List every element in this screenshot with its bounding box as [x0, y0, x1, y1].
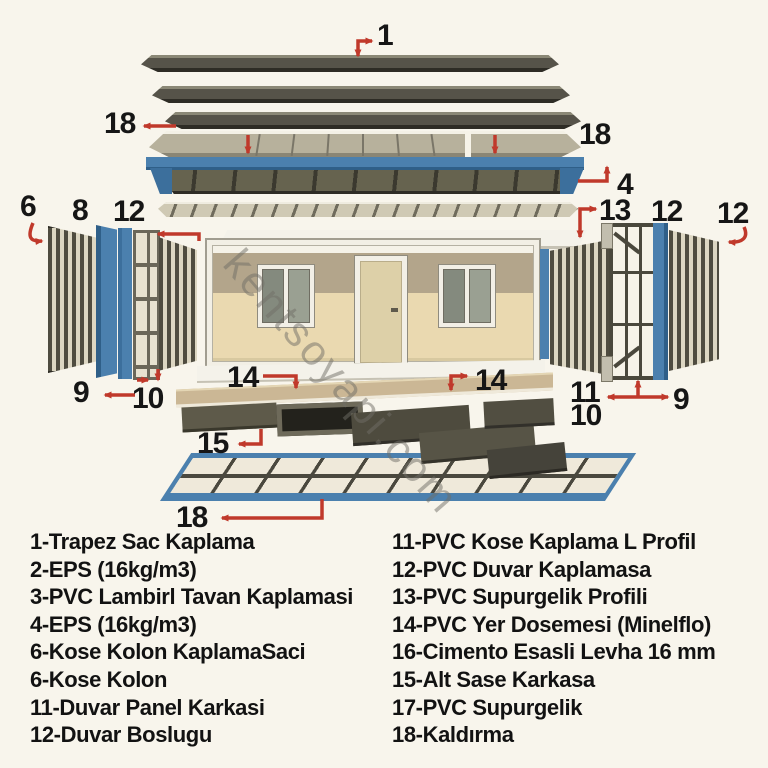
roof-frame-blue-edge-right: [560, 168, 584, 194]
window-pane: [443, 269, 465, 323]
left-corrugated-panel-inner: [159, 237, 197, 371]
right-corrugated-panel-outer: [669, 229, 719, 372]
left-blue-panel-1: [96, 225, 117, 378]
legend-item: 16-Cimento Esasli Levha 16 mm: [392, 639, 716, 665]
ceiling-panel: [158, 202, 578, 217]
part-label-11: 11: [570, 376, 601, 409]
roof-frame-blue-edge-left: [150, 168, 172, 194]
hinge-plate: [601, 356, 613, 382]
part-label-12-mid: 12: [651, 195, 683, 228]
legend-item: 12-Duvar Boslugu: [30, 722, 212, 748]
legend-item: 1-Trapez Sac Kaplama: [30, 529, 255, 554]
legend-item: 11-PVC Kose Kaplama L Profil: [392, 529, 696, 554]
part-label-18-bottom: 18: [176, 501, 208, 534]
parts-legend: 1-Trapez Sac Kaplama 2-EPS (16kg/m3) 3-P…: [0, 528, 768, 749]
right-blue-column: [653, 223, 668, 380]
part-label-6: 6: [20, 190, 37, 223]
window-left: [257, 264, 315, 328]
right-corrugated-panel-inner: [550, 240, 609, 375]
door-slab: [360, 261, 402, 363]
window-pane: [469, 269, 491, 323]
trapez-sheet-1: [141, 55, 559, 72]
trapez-sheet-3: [165, 112, 581, 129]
window-right: [438, 264, 496, 328]
part-label-14-left: 14: [227, 361, 259, 394]
left-blue-panel-2: [118, 228, 132, 379]
legend-item: 6-Kose Kolon: [30, 666, 167, 692]
window-pane: [288, 269, 310, 323]
part-label-12-left: 12: [113, 195, 145, 228]
part-label-9-right: 9: [673, 383, 690, 416]
hinge-plate: [601, 223, 613, 249]
roof-eps-panel-layer: [149, 131, 581, 158]
trapez-sheet-2: [152, 86, 570, 103]
part-label-9-left: 9: [73, 376, 90, 409]
part-label-10-right: 10: [570, 399, 602, 432]
legend-item: 17-PVC Supurgelik: [392, 694, 583, 720]
door: [354, 255, 408, 364]
roof-frame-blue-band: [146, 157, 584, 170]
legend-item: 6-Kose Kolon KaplamaSaci: [30, 639, 306, 665]
legend-item: 14-PVC Yer Dosemesi (Minelflo): [392, 611, 711, 637]
cement-board: [181, 402, 278, 433]
left-wall-frame-karkas: [133, 230, 160, 380]
door-handle-icon: [391, 308, 398, 312]
part-label-1: 1: [377, 19, 394, 52]
right-wall-frame-karkas: [601, 223, 657, 382]
legend-item: 11-Duvar Panel Karkasi: [30, 694, 265, 720]
part-label-4: 4: [617, 168, 634, 201]
legend-item: 4-EPS (16kg/m3): [30, 611, 197, 637]
right-blue-strip: [540, 249, 549, 359]
legend-item: 2-EPS (16kg/m3): [30, 556, 197, 582]
cement-board: [483, 398, 555, 429]
part-label-18-right: 18: [579, 118, 611, 151]
roof-frame-ribs: [157, 170, 579, 194]
part-label-14-right: 14: [475, 364, 507, 397]
diagram-area: 1 18 18 4 13 12 12 6 8 12 9 10 14 14 11 …: [20, 19, 749, 534]
legend-column-right: 11-PVC Kose Kaplama L Profil 12-PVC Duva…: [392, 528, 768, 749]
part-label-10-left: 10: [132, 382, 164, 415]
legend-item: 13-PVC Supurgelik Profili: [392, 584, 648, 610]
part-label-8: 8: [72, 194, 89, 227]
part-label-13: 13: [599, 194, 631, 227]
legend-item: 12-PVC Duvar Kaplamasa: [392, 556, 651, 582]
legend-column-left: 1-Trapez Sac Kaplama 2-EPS (16kg/m3) 3-P…: [0, 528, 392, 749]
part-label-15: 15: [197, 427, 229, 460]
part-label-12-far: 12: [717, 197, 749, 230]
legend-item: 18-Kaldırma: [392, 722, 514, 748]
left-corrugated-panel-outer: [48, 226, 97, 373]
legend-item: 3-PVC Lambirl Tavan Kaplamasi: [30, 584, 353, 610]
container-house-body: [205, 238, 541, 369]
legend-item: 15-Alt Sase Karkasa: [392, 666, 595, 692]
window-pane: [262, 269, 284, 323]
part-label-18-left: 18: [104, 107, 136, 140]
